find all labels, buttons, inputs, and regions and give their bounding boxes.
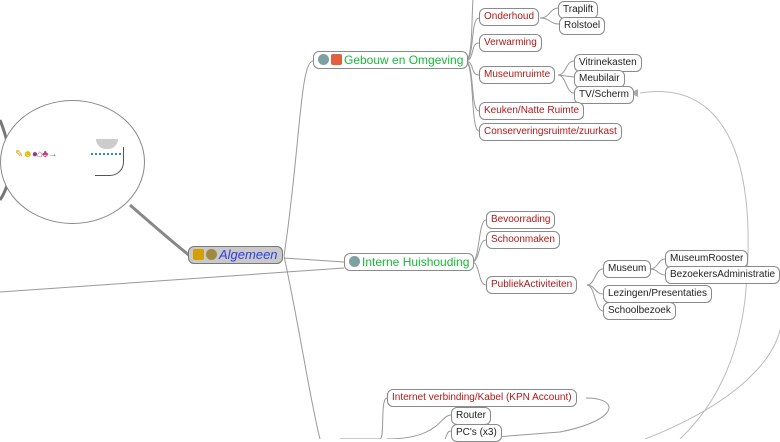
root-node-algemeen[interactable]: Algemeen bbox=[188, 246, 283, 264]
node-verwarming[interactable]: Verwarming bbox=[479, 34, 542, 52]
tool-icon bbox=[193, 249, 204, 260]
tool-icon: ✎ bbox=[15, 149, 23, 160]
node-tv-scherm[interactable]: TV/Scherm bbox=[574, 86, 635, 104]
museum-logo bbox=[91, 139, 131, 179]
node-schoolbezoek[interactable]: Schoolbezoek bbox=[603, 302, 676, 320]
node-router[interactable]: Router bbox=[451, 407, 492, 425]
node-onderhoud[interactable]: Onderhoud bbox=[479, 8, 540, 26]
people-icon: ♣ bbox=[42, 149, 48, 160]
node-museum[interactable]: Museum bbox=[603, 260, 652, 278]
house-icon: ⌂ bbox=[36, 149, 43, 160]
node-bevoorrading[interactable]: Bevoorrading bbox=[486, 211, 556, 229]
logo-bubble[interactable]: ✎☻●⌂♣→ bbox=[0, 100, 145, 224]
node-pcs[interactable]: PC's (x3) bbox=[451, 424, 502, 442]
node-publieks-activiteiten[interactable]: PubliekActiviteiten bbox=[486, 276, 578, 294]
node-keuken[interactable]: Keuken/Natte Ruimte bbox=[479, 102, 585, 120]
node-rolstoel[interactable]: Rolstoel bbox=[559, 17, 606, 35]
node-lezingen[interactable]: Lezingen/Presentaties bbox=[603, 285, 712, 303]
arrow-icon: → bbox=[47, 149, 58, 160]
smiley-icon: ☻ bbox=[22, 149, 32, 160]
node-bezoekers-administratie[interactable]: BezoekersAdministratie bbox=[665, 266, 780, 284]
node-interne-huishouding[interactable]: Interne Huishouding bbox=[344, 253, 475, 271]
node-conservering[interactable]: Conserveringsruimte/zuurkast bbox=[479, 123, 622, 141]
icon-strip: ✎☻●⌂♣→ bbox=[15, 149, 58, 160]
info-icon: ● bbox=[31, 149, 38, 160]
gear-icon bbox=[318, 54, 329, 65]
house-icon bbox=[331, 54, 342, 65]
node-internet-verbinding[interactable]: Internet verbinding/Kabel (KPN Account) bbox=[387, 389, 577, 407]
node-schoonmaken[interactable]: Schoonmaken bbox=[486, 231, 560, 249]
node-museumruimte[interactable]: Museumruimte bbox=[479, 66, 556, 84]
node-gebouw-en-omgeving[interactable]: Gebouw en Omgeving bbox=[313, 51, 469, 69]
help-icon bbox=[206, 249, 217, 260]
gear-icon bbox=[349, 256, 360, 267]
